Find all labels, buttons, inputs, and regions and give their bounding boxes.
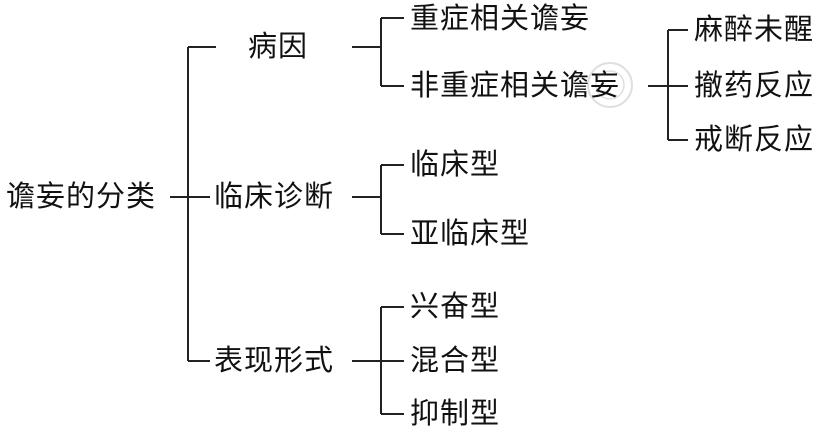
branch-label-presentation: 表现形式	[214, 343, 335, 377]
node-hypoactive-type: 抑制型	[410, 396, 501, 430]
branch-label-diagnosis: 临床诊断	[214, 179, 335, 213]
node-anesthesia-not-awake: 麻醉未醒	[694, 12, 815, 46]
watermark-seal-icon	[587, 62, 633, 108]
branch-label-cause: 病因	[248, 29, 309, 63]
node-clinical-type: 临床型	[410, 147, 501, 181]
root-label: 谵妄的分类	[6, 179, 157, 213]
node-abstinence-reaction: 戒断反应	[694, 122, 815, 156]
node-noncritical-delirium: 非重症相关谵妄	[410, 68, 621, 102]
node-hyperactive-type: 兴奋型	[410, 289, 501, 323]
node-mixed-type: 混合型	[410, 343, 501, 377]
node-critical-delirium: 重症相关谵妄	[410, 1, 591, 35]
node-subclinical-type: 亚临床型	[410, 216, 531, 250]
node-drug-withdrawal-reaction: 撤药反应	[694, 68, 815, 102]
